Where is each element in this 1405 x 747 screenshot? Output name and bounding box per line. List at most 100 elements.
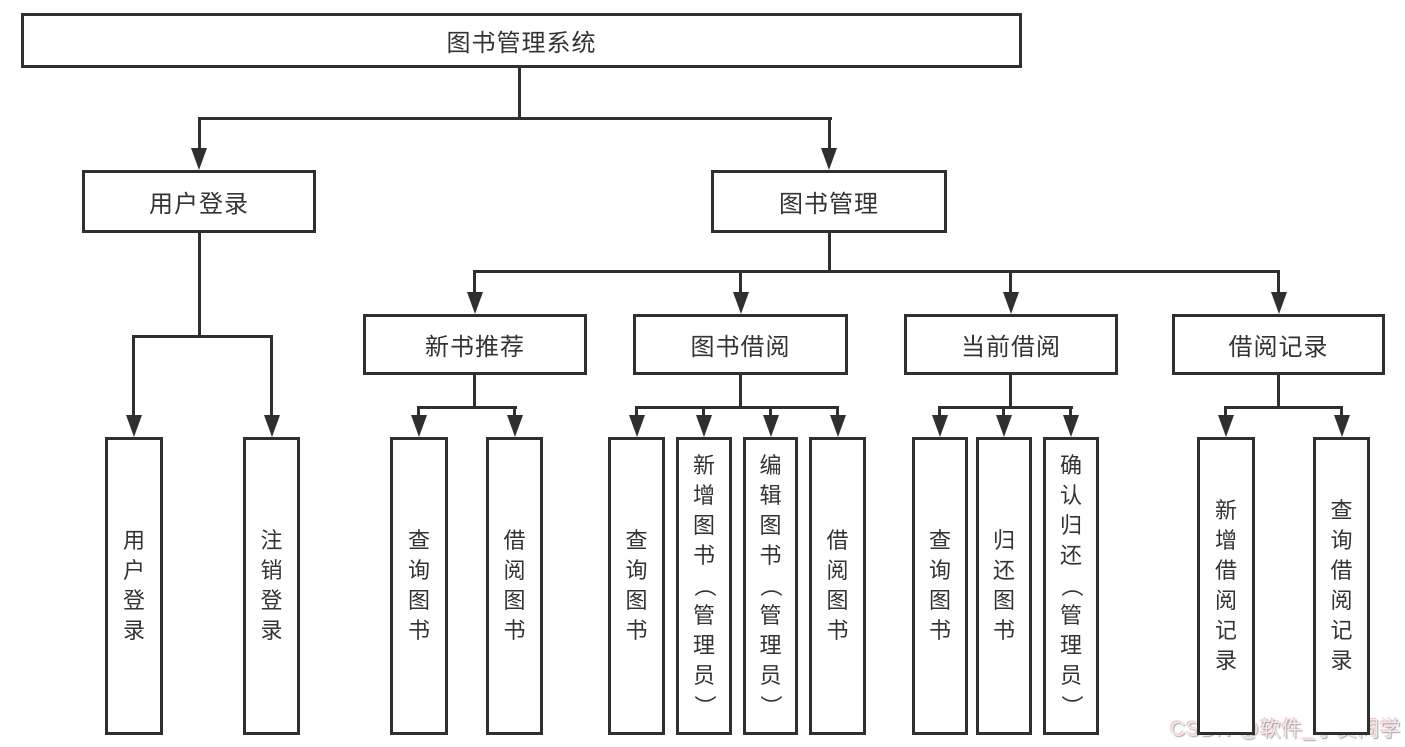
vertical-char: 图	[407, 588, 430, 613]
vertical-char: 查	[928, 528, 951, 553]
connector-line	[513, 406, 516, 420]
vertical-char: 增	[692, 483, 715, 508]
arrow-down-icon	[1334, 415, 1350, 437]
node-book-borrow-label: 图书借阅	[690, 334, 791, 361]
connector-line	[938, 406, 941, 420]
connector-line	[198, 117, 832, 120]
vertical-char: 书	[625, 618, 648, 643]
arrow-down-icon	[126, 415, 142, 437]
vertical-char: 录	[1214, 648, 1237, 673]
vertical-char: 借	[1214, 558, 1237, 583]
vertical-char: 新	[1214, 498, 1237, 523]
vertical-char: 管	[692, 603, 715, 628]
vertical-char: 户	[122, 558, 145, 583]
arrow-down-icon	[411, 415, 427, 437]
connector-line	[132, 335, 135, 417]
vertical-char: 理	[759, 633, 782, 658]
vertical-char: 书	[503, 618, 526, 643]
vertical-char: 图	[625, 588, 648, 613]
vertical-char: 还	[1059, 543, 1082, 568]
connector-line	[473, 270, 1280, 273]
arrow-down-icon	[696, 415, 712, 437]
vertical-char: 员	[692, 663, 715, 688]
node-leaf-cb-query: 查询图书	[912, 437, 968, 735]
connector-line	[417, 406, 420, 420]
vertical-char: 增	[1214, 528, 1237, 553]
connector-line	[518, 66, 521, 119]
node-leaf-nbr-query: 查询图书	[390, 437, 448, 735]
node-root-label: 图书管理系统	[446, 30, 597, 57]
connector-line	[1002, 406, 1005, 420]
vertical-char: 询	[1330, 528, 1353, 553]
node-leaf-bb-add: 新增图书（管理员）	[676, 437, 732, 735]
vertical-char: 阅	[826, 558, 849, 583]
arrow-down-icon	[264, 415, 280, 437]
vertical-char: 借	[826, 528, 849, 553]
node-leaf-bb-edit: 编辑图书（管理员）	[743, 437, 798, 735]
arrow-down-icon	[507, 415, 523, 437]
vertical-char: ）	[1058, 694, 1084, 718]
arrow-down-icon	[932, 415, 948, 437]
connector-line	[828, 117, 831, 153]
node-leaf-nbr-query-label: 查询图书	[408, 526, 430, 646]
arrow-down-icon	[821, 148, 837, 170]
node-leaf-nbr-borrow: 借阅图书	[486, 437, 543, 735]
node-book-borrow: 图书借阅	[633, 314, 848, 375]
connector-line	[198, 231, 201, 337]
node-user-login: 用户登录	[82, 170, 316, 233]
node-leaf-br-add: 新增借阅记录	[1197, 437, 1255, 735]
node-leaf-nbr-borrow-label: 借阅图书	[503, 526, 525, 646]
vertical-char: 登	[260, 588, 283, 613]
node-new-book-rec-label: 新书推荐	[425, 334, 525, 361]
connector-line	[1069, 406, 1072, 420]
node-leaf-bb-edit-label: 编辑图书（管理员）	[758, 451, 783, 721]
connector-line	[635, 406, 838, 409]
node-leaf-cb-confirm-label: 确认归还（管理员）	[1059, 451, 1084, 721]
vertical-char: 用	[122, 528, 145, 553]
node-leaf-br-query: 查询借阅记录	[1313, 437, 1370, 735]
node-leaf-logout: 注销登录	[243, 437, 300, 735]
node-root: 图书管理系统	[21, 13, 1022, 68]
connector-line	[1009, 373, 1012, 408]
vertical-char: 员	[759, 663, 782, 688]
connector-line	[473, 270, 476, 296]
vertical-char: 理	[1059, 633, 1082, 658]
vertical-char: 还	[992, 558, 1015, 583]
node-leaf-br-query-label: 查询借阅记录	[1330, 496, 1352, 676]
arrow-down-icon	[763, 415, 779, 437]
vertical-char: 确	[1059, 453, 1082, 478]
vertical-char: 新	[692, 453, 715, 478]
vertical-char: 图	[992, 588, 1015, 613]
node-leaf-bb-query-label: 查询图书	[625, 526, 647, 646]
node-user-login-label: 用户登录	[149, 191, 249, 218]
node-leaf-bb-add-label: 新增图书（管理员）	[692, 451, 717, 721]
node-book-mgmt: 图书管理	[711, 170, 947, 233]
vertical-char: 注	[260, 528, 283, 553]
vertical-char: 管	[1059, 603, 1082, 628]
vertical-char: 查	[407, 528, 430, 553]
vertical-char: （	[691, 574, 717, 598]
arrow-down-icon	[1063, 415, 1079, 437]
vertical-char: 询	[625, 558, 648, 583]
vertical-char: 询	[407, 558, 430, 583]
vertical-char: 借	[1330, 558, 1353, 583]
connector-line	[473, 373, 476, 408]
vertical-char: 归	[992, 528, 1015, 553]
vertical-char: 书	[407, 618, 430, 643]
vertical-char: （	[758, 574, 784, 598]
node-borrow-records: 借阅记录	[1172, 314, 1385, 375]
node-book-mgmt-label: 图书管理	[779, 191, 879, 218]
node-leaf-bb-borrow: 借阅图书	[809, 437, 866, 735]
connector-line	[938, 406, 1073, 409]
vertical-char: 录	[122, 618, 145, 643]
vertical-char: 借	[503, 528, 526, 553]
connector-line	[132, 335, 273, 338]
vertical-char: 销	[260, 558, 283, 583]
connector-line	[836, 406, 839, 420]
node-current-borrow: 当前借阅	[904, 314, 1118, 375]
connector-line	[739, 270, 742, 296]
vertical-char: 书	[826, 618, 849, 643]
connector-line	[635, 406, 638, 420]
node-leaf-logout-label: 注销登录	[260, 526, 282, 646]
